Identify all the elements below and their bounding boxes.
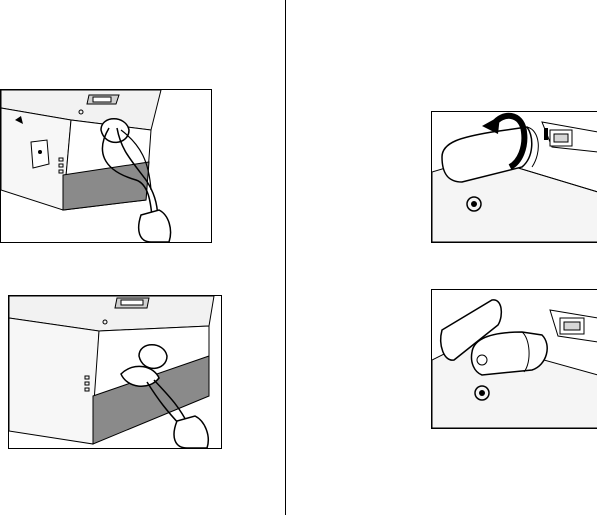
figure-battery-cover-open [431, 111, 597, 243]
battery-cover-illustration [432, 112, 597, 242]
figure-strap-knotted [8, 295, 222, 449]
figure-strap-threading [0, 89, 212, 243]
strap-threading-illustration [1, 90, 211, 242]
figure-battery-compartment [431, 289, 597, 429]
column-divider [285, 0, 286, 515]
strap-knotted-illustration [9, 296, 221, 448]
battery-compartment-illustration [432, 290, 597, 428]
